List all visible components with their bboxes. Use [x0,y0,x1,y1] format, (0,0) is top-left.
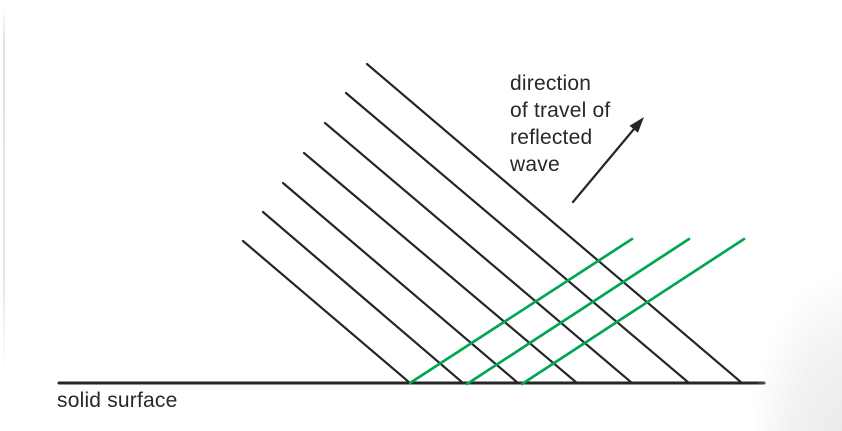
reflected-wavefront-line [344,91,691,385]
incident-wavefront-line [408,237,634,385]
solid-surface-label: solid surface [57,389,178,412]
incident-wavefront-line [465,237,691,386]
reflected-wavefront-line [302,151,579,385]
reflected-wavefront-line [281,181,520,385]
reflected-wave-direction-label: direction of travel of reflected wave [510,72,611,176]
page-edge-line [3,6,5,372]
direction-arrow-shaft [571,126,637,204]
reflected-wavefront-line [365,62,744,385]
incident-wavefront-line [520,237,746,386]
reflected-wavefront-line [241,239,412,385]
reflected-wavefront-line [261,210,465,385]
direction-arrow-head [629,117,644,133]
reflected-wavefront-line [323,121,634,385]
page-corner-shadow [747,231,842,431]
